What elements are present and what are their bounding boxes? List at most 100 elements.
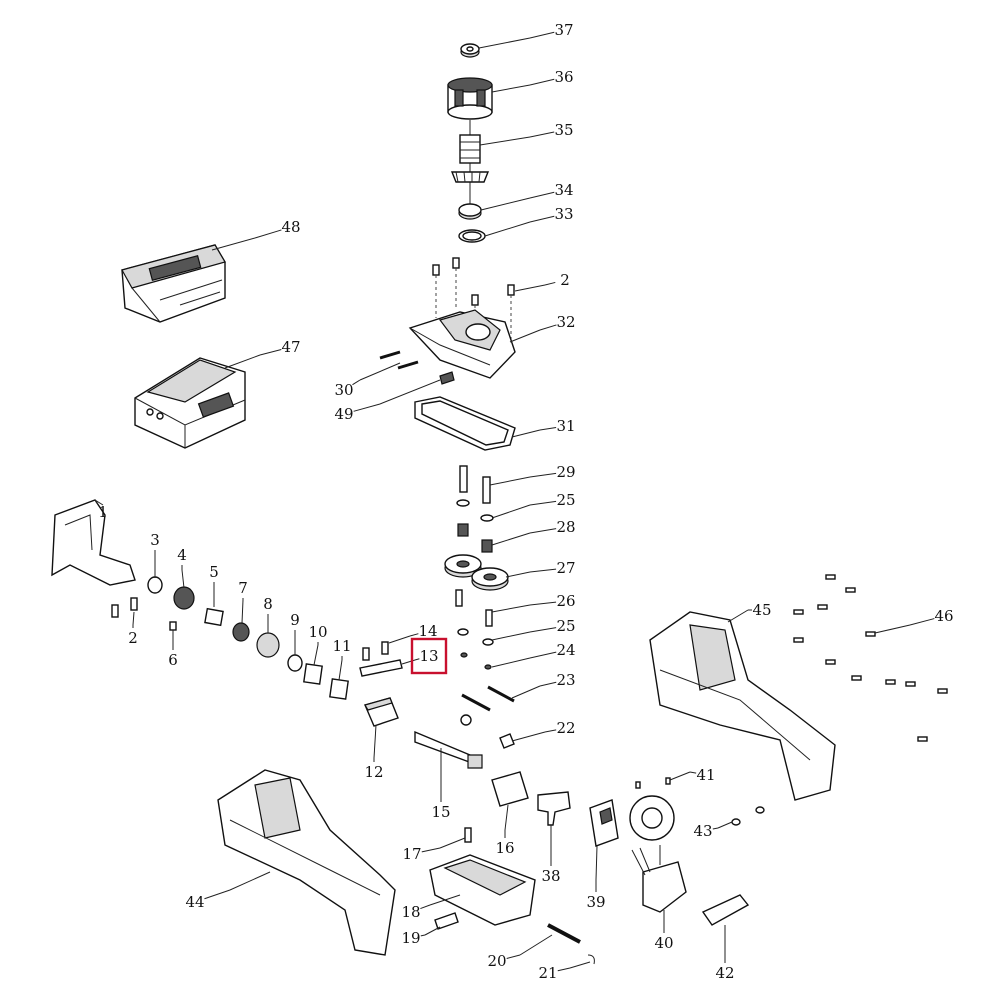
leader-line-p35 (479, 136, 531, 146)
part-label-p20[interactable]: 20 (487, 952, 506, 970)
gear-housing-screws-drawing (432, 257, 515, 345)
leader-line-p22 (511, 731, 546, 742)
part-label-p10[interactable]: 10 (308, 623, 327, 641)
leader-stub-p36 (529, 78, 555, 86)
part-label-p29[interactable]: 29 (556, 463, 575, 481)
leader-line-p39 (595, 845, 598, 881)
leader-stub-p30 (352, 379, 361, 386)
leader-line-p34 (480, 197, 531, 211)
part-label-p48[interactable]: 48 (281, 218, 300, 236)
leader-stub-p44 (204, 889, 231, 900)
leader-line-p29 (489, 476, 531, 486)
leader-stub-p19 (420, 934, 426, 937)
part-label-p19[interactable]: 19 (401, 929, 420, 947)
part-label-p24[interactable]: 24 (556, 641, 575, 659)
leader-line-p24 (491, 657, 531, 668)
part-label-p30[interactable]: 30 (334, 381, 353, 399)
part-label-p11[interactable]: 11 (332, 637, 351, 655)
part-label-p2a[interactable]: 2 (128, 629, 138, 647)
part-label-p25a[interactable]: 25 (556, 491, 575, 509)
part-label-p47[interactable]: 47 (281, 338, 300, 356)
leader-stub-p25b (529, 627, 557, 633)
leader-stub-p31 (539, 427, 557, 431)
part-label-p3[interactable]: 3 (150, 531, 160, 549)
housing-half-left-drawing (217, 769, 396, 956)
part-label-p21[interactable]: 21 (538, 964, 557, 982)
part-label-p5[interactable]: 5 (209, 563, 219, 581)
leader-line-p23 (511, 685, 541, 699)
part-label-p15[interactable]: 15 (431, 803, 450, 821)
part-label-p40[interactable]: 40 (654, 934, 673, 952)
part-label-p25b[interactable]: 25 (556, 617, 575, 635)
part-label-p39[interactable]: 39 (586, 893, 605, 911)
part-label-p14[interactable]: 14 (418, 622, 437, 640)
part-label-p49[interactable]: 49 (334, 405, 353, 423)
leader-stub-p35 (529, 131, 555, 138)
part-label-p1[interactable]: 1 (98, 503, 108, 521)
leader-stub-p26 (529, 601, 557, 606)
gear-housing-cover-drawing (408, 309, 516, 379)
leader-line-p2b (514, 284, 546, 292)
part-label-p8[interactable]: 8 (263, 595, 273, 613)
leader-line-p20 (519, 934, 553, 956)
part-label-p12[interactable]: 12 (364, 763, 383, 781)
leader-stub-p43 (712, 827, 719, 830)
part-label-p4[interactable]: 4 (177, 546, 187, 564)
part-label-p33[interactable]: 33 (554, 205, 573, 223)
leader-stub-p21 (557, 967, 571, 972)
leader-stub-p17 (421, 847, 441, 853)
part-label-p22[interactable]: 22 (556, 719, 575, 737)
leader-line-p25b (491, 631, 531, 641)
part-label-p28[interactable]: 28 (556, 518, 575, 536)
leader-line-p33 (484, 221, 531, 237)
part-label-p46[interactable]: 46 (934, 607, 953, 625)
leader-line-p45 (727, 609, 749, 623)
part-label-p43[interactable]: 43 (693, 822, 712, 840)
part-label-p32[interactable]: 32 (556, 313, 575, 331)
part-label-p26[interactable]: 26 (556, 592, 575, 610)
highlight-box-part-13 (410, 637, 448, 675)
leader-line-p16 (504, 804, 509, 831)
part-label-p34[interactable]: 34 (554, 181, 573, 199)
leader-line-p41 (669, 771, 691, 781)
leader-stub-p14 (409, 633, 419, 637)
part-label-p37[interactable]: 37 (554, 21, 573, 39)
gear-shaft-stack-drawing (444, 465, 509, 670)
leader-stub-p33 (529, 215, 555, 223)
part-label-p42[interactable]: 42 (715, 964, 734, 982)
part-label-p13[interactable]: 13 (419, 647, 438, 665)
part-label-p41[interactable]: 41 (696, 766, 715, 784)
leader-line-p2a (132, 611, 135, 626)
part-label-p17[interactable]: 17 (402, 845, 421, 863)
gasket-drawing (414, 396, 516, 451)
pins-and-clip-drawing (379, 350, 455, 385)
part-label-p9[interactable]: 9 (290, 611, 300, 629)
part-label-p16[interactable]: 16 (495, 839, 514, 857)
part-label-p7[interactable]: 7 (238, 579, 248, 597)
leader-stub-p27 (529, 568, 557, 573)
part-label-p36[interactable]: 36 (554, 68, 573, 86)
leader-stub-p37 (529, 31, 555, 39)
part-label-p27[interactable]: 27 (556, 559, 575, 577)
leader-line-p47 (224, 354, 261, 369)
leader-line-p43 (717, 821, 733, 829)
leader-line-p10 (313, 644, 319, 666)
housing-half-right-drawing (649, 611, 836, 801)
part-label-p23[interactable]: 23 (556, 671, 575, 689)
part-label-p2b[interactable]: 2 (560, 271, 570, 289)
leader-stub-p32 (539, 324, 557, 331)
battery-pack-drawing (121, 244, 226, 323)
leader-line-p44 (229, 871, 271, 891)
leader-line-p37 (478, 37, 531, 49)
part-label-p38[interactable]: 38 (541, 867, 560, 885)
part-label-p44[interactable]: 44 (185, 893, 204, 911)
leader-line-p36 (491, 84, 531, 93)
leader-stub-p34 (529, 191, 555, 199)
part-label-p35[interactable]: 35 (554, 121, 573, 139)
part-label-p31[interactable]: 31 (556, 417, 575, 435)
part-label-p6[interactable]: 6 (168, 651, 178, 669)
leader-stub-p47 (259, 349, 282, 356)
part-label-p45[interactable]: 45 (752, 601, 771, 619)
part-label-p18[interactable]: 18 (401, 903, 420, 921)
leader-stub-p25a (529, 500, 557, 506)
